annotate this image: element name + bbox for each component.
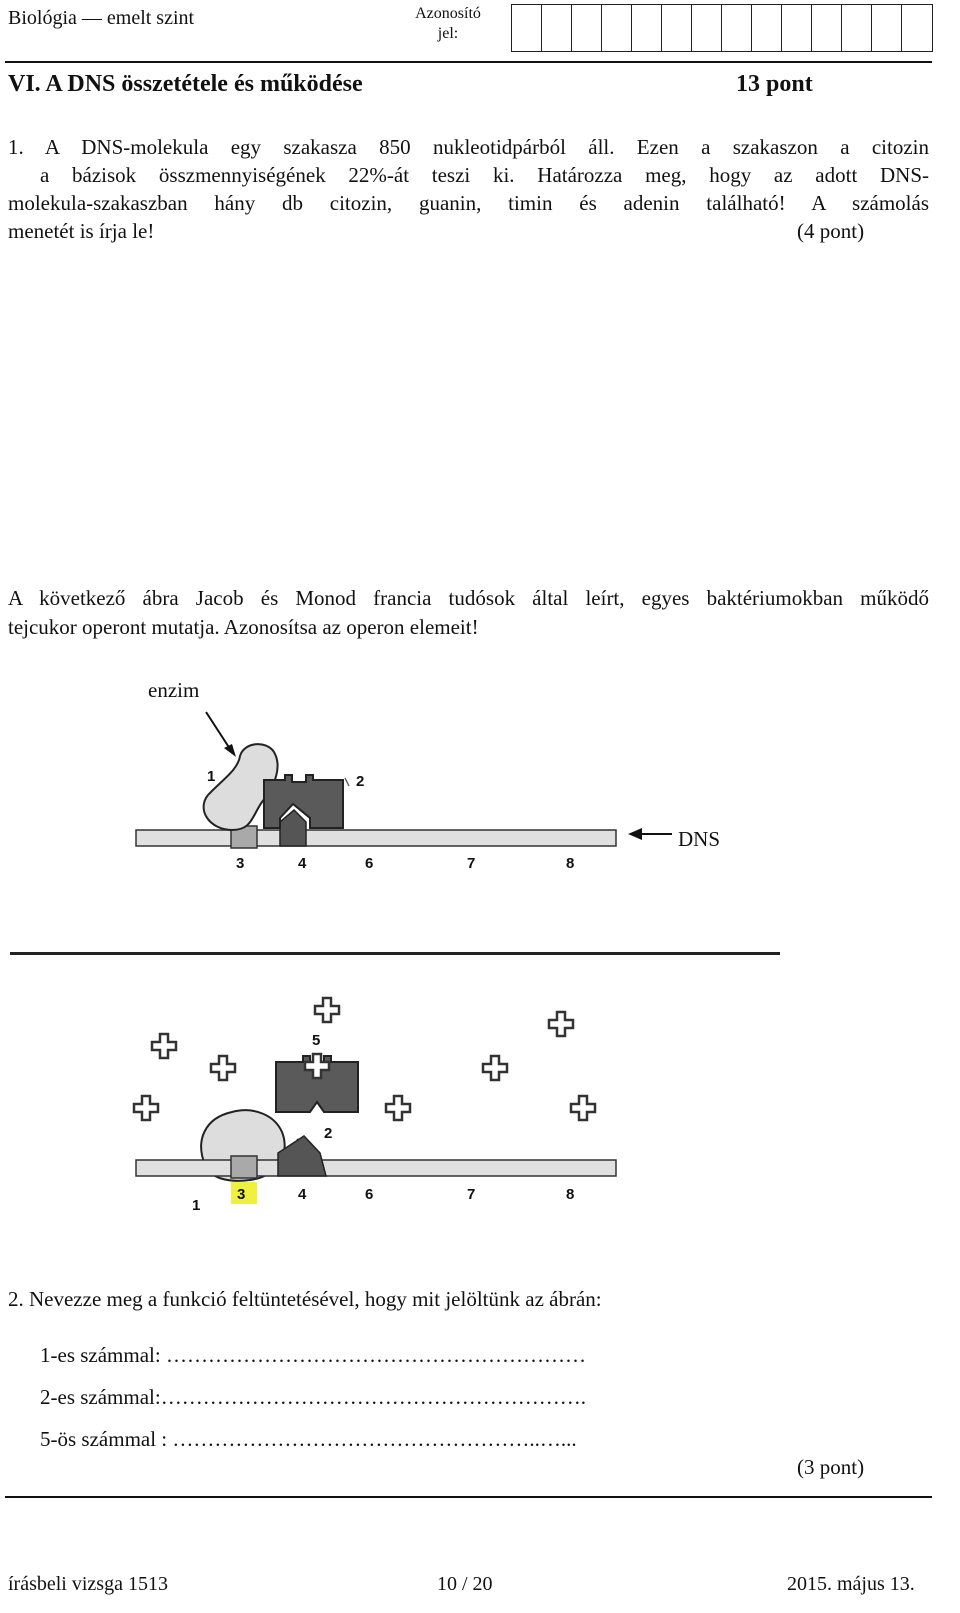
label-8-bottom: 8 bbox=[566, 1186, 574, 1203]
answer-2-row[interactable]: 2-es számmal:……………………………………………………. bbox=[40, 1383, 586, 1411]
lactose-icon bbox=[313, 996, 341, 1024]
label-6-top: 6 bbox=[365, 855, 373, 872]
lactose-icon bbox=[132, 1094, 160, 1122]
lactose-icon bbox=[384, 1094, 412, 1122]
footer-rule bbox=[5, 1496, 932, 1498]
enzim-label: enzim bbox=[148, 678, 199, 702]
enzim-arrow-shaft bbox=[205, 711, 233, 753]
footer-exam: írásbeli vizsga 1513 bbox=[8, 1573, 168, 1595]
repressor-top bbox=[263, 774, 344, 829]
answer-2-label: 2-es számmal: bbox=[40, 1385, 161, 1409]
answer-5-label: 5-ös számmal : bbox=[40, 1427, 173, 1451]
id-label-line2: jel: bbox=[437, 25, 459, 42]
section-title: VI. A DNS összetétele és működése bbox=[8, 71, 363, 97]
dna-strand-bottom bbox=[135, 1159, 617, 1177]
label-1-bottom: 1 bbox=[192, 1197, 200, 1214]
intro-line-1: A következő ábra Jacob és Monod francia … bbox=[8, 586, 929, 610]
highlight-3 bbox=[231, 1182, 257, 1204]
q2-prompt: 2. Nevezze meg a funkció feltüntetésével… bbox=[8, 1287, 602, 1311]
q1-line-4: menetét is írja le! bbox=[8, 219, 155, 243]
label-7-bottom: 7 bbox=[467, 1186, 475, 1203]
section-points: 13 pont bbox=[736, 71, 813, 97]
answer-5-field[interactable]: ……………………………………………..…... bbox=[172, 1427, 577, 1451]
lactose-icon bbox=[547, 1010, 575, 1038]
label-3-bottom: 3 bbox=[237, 1186, 245, 1203]
lactose-icon bbox=[569, 1094, 597, 1122]
promoter-bottom bbox=[230, 1155, 258, 1179]
dns-arrow-head bbox=[628, 828, 642, 840]
label-7-top: 7 bbox=[467, 855, 475, 872]
enzim-arrow-head bbox=[224, 744, 236, 757]
page-number: 10 / 20 bbox=[437, 1573, 493, 1595]
q1-line-2: a bázisok összmennyiségének 22%-át teszi… bbox=[40, 163, 929, 187]
lactose-icon bbox=[481, 1054, 509, 1082]
repressor-bottom bbox=[275, 1055, 359, 1113]
operator-top bbox=[279, 808, 307, 847]
answer-1-field[interactable]: …………………………………………………… bbox=[165, 1343, 586, 1367]
q1-points: (4 pont) bbox=[797, 219, 865, 243]
id-code-boxes[interactable] bbox=[511, 4, 933, 52]
lactose-icon bbox=[209, 1054, 237, 1082]
label-4-top: 4 bbox=[298, 855, 307, 872]
label-6-bottom: 6 bbox=[365, 1186, 373, 1203]
label-2-bottom: 2 bbox=[324, 1125, 332, 1142]
label-8-top: 8 bbox=[566, 855, 574, 872]
header-rule bbox=[5, 61, 932, 63]
label-4-bottom: 4 bbox=[298, 1186, 307, 1203]
intro-line-2: tejcukor operont mutatja. Azonosítsa az … bbox=[8, 615, 479, 639]
figure-separator bbox=[10, 952, 780, 955]
label-2-top: 2 bbox=[356, 773, 364, 790]
dna-strand-top bbox=[135, 829, 617, 847]
label-3-top: 3 bbox=[236, 855, 244, 872]
q1-line-3: molekula-szakaszban hány db citozin, gua… bbox=[8, 191, 929, 215]
id-label: Azonosító jel: bbox=[411, 4, 485, 44]
answer-1-label: 1-es számmal: bbox=[40, 1343, 166, 1367]
dns-label: DNS bbox=[678, 827, 720, 851]
answer-2-field[interactable]: ……………………………………………………. bbox=[160, 1385, 586, 1409]
header-title: Biológia — emelt szint bbox=[8, 7, 195, 29]
label-1-top: 1 bbox=[207, 768, 215, 785]
operator-bottom bbox=[277, 1135, 327, 1177]
q1-line-1: 1. A DNS-molekula egy szakasza 850 nukle… bbox=[8, 135, 929, 159]
answer-1-row[interactable]: 1-es számmal: …………………………………………………… bbox=[40, 1341, 586, 1369]
label-5-bottom: 5 bbox=[312, 1032, 320, 1049]
enzyme-top bbox=[202, 743, 279, 832]
lactose-icon bbox=[150, 1032, 178, 1060]
footer-date: 2015. május 13. bbox=[787, 1573, 915, 1595]
q2-points: (3 pont) bbox=[797, 1455, 865, 1479]
id-label-line1: Azonosító bbox=[415, 5, 481, 22]
operon-figure: enzim 1 2 3 4 6 7 8 DNS 5 bbox=[10, 678, 780, 1214]
answer-5-row[interactable]: 5-ös számmal : ……………………………………………..…... bbox=[40, 1425, 577, 1453]
